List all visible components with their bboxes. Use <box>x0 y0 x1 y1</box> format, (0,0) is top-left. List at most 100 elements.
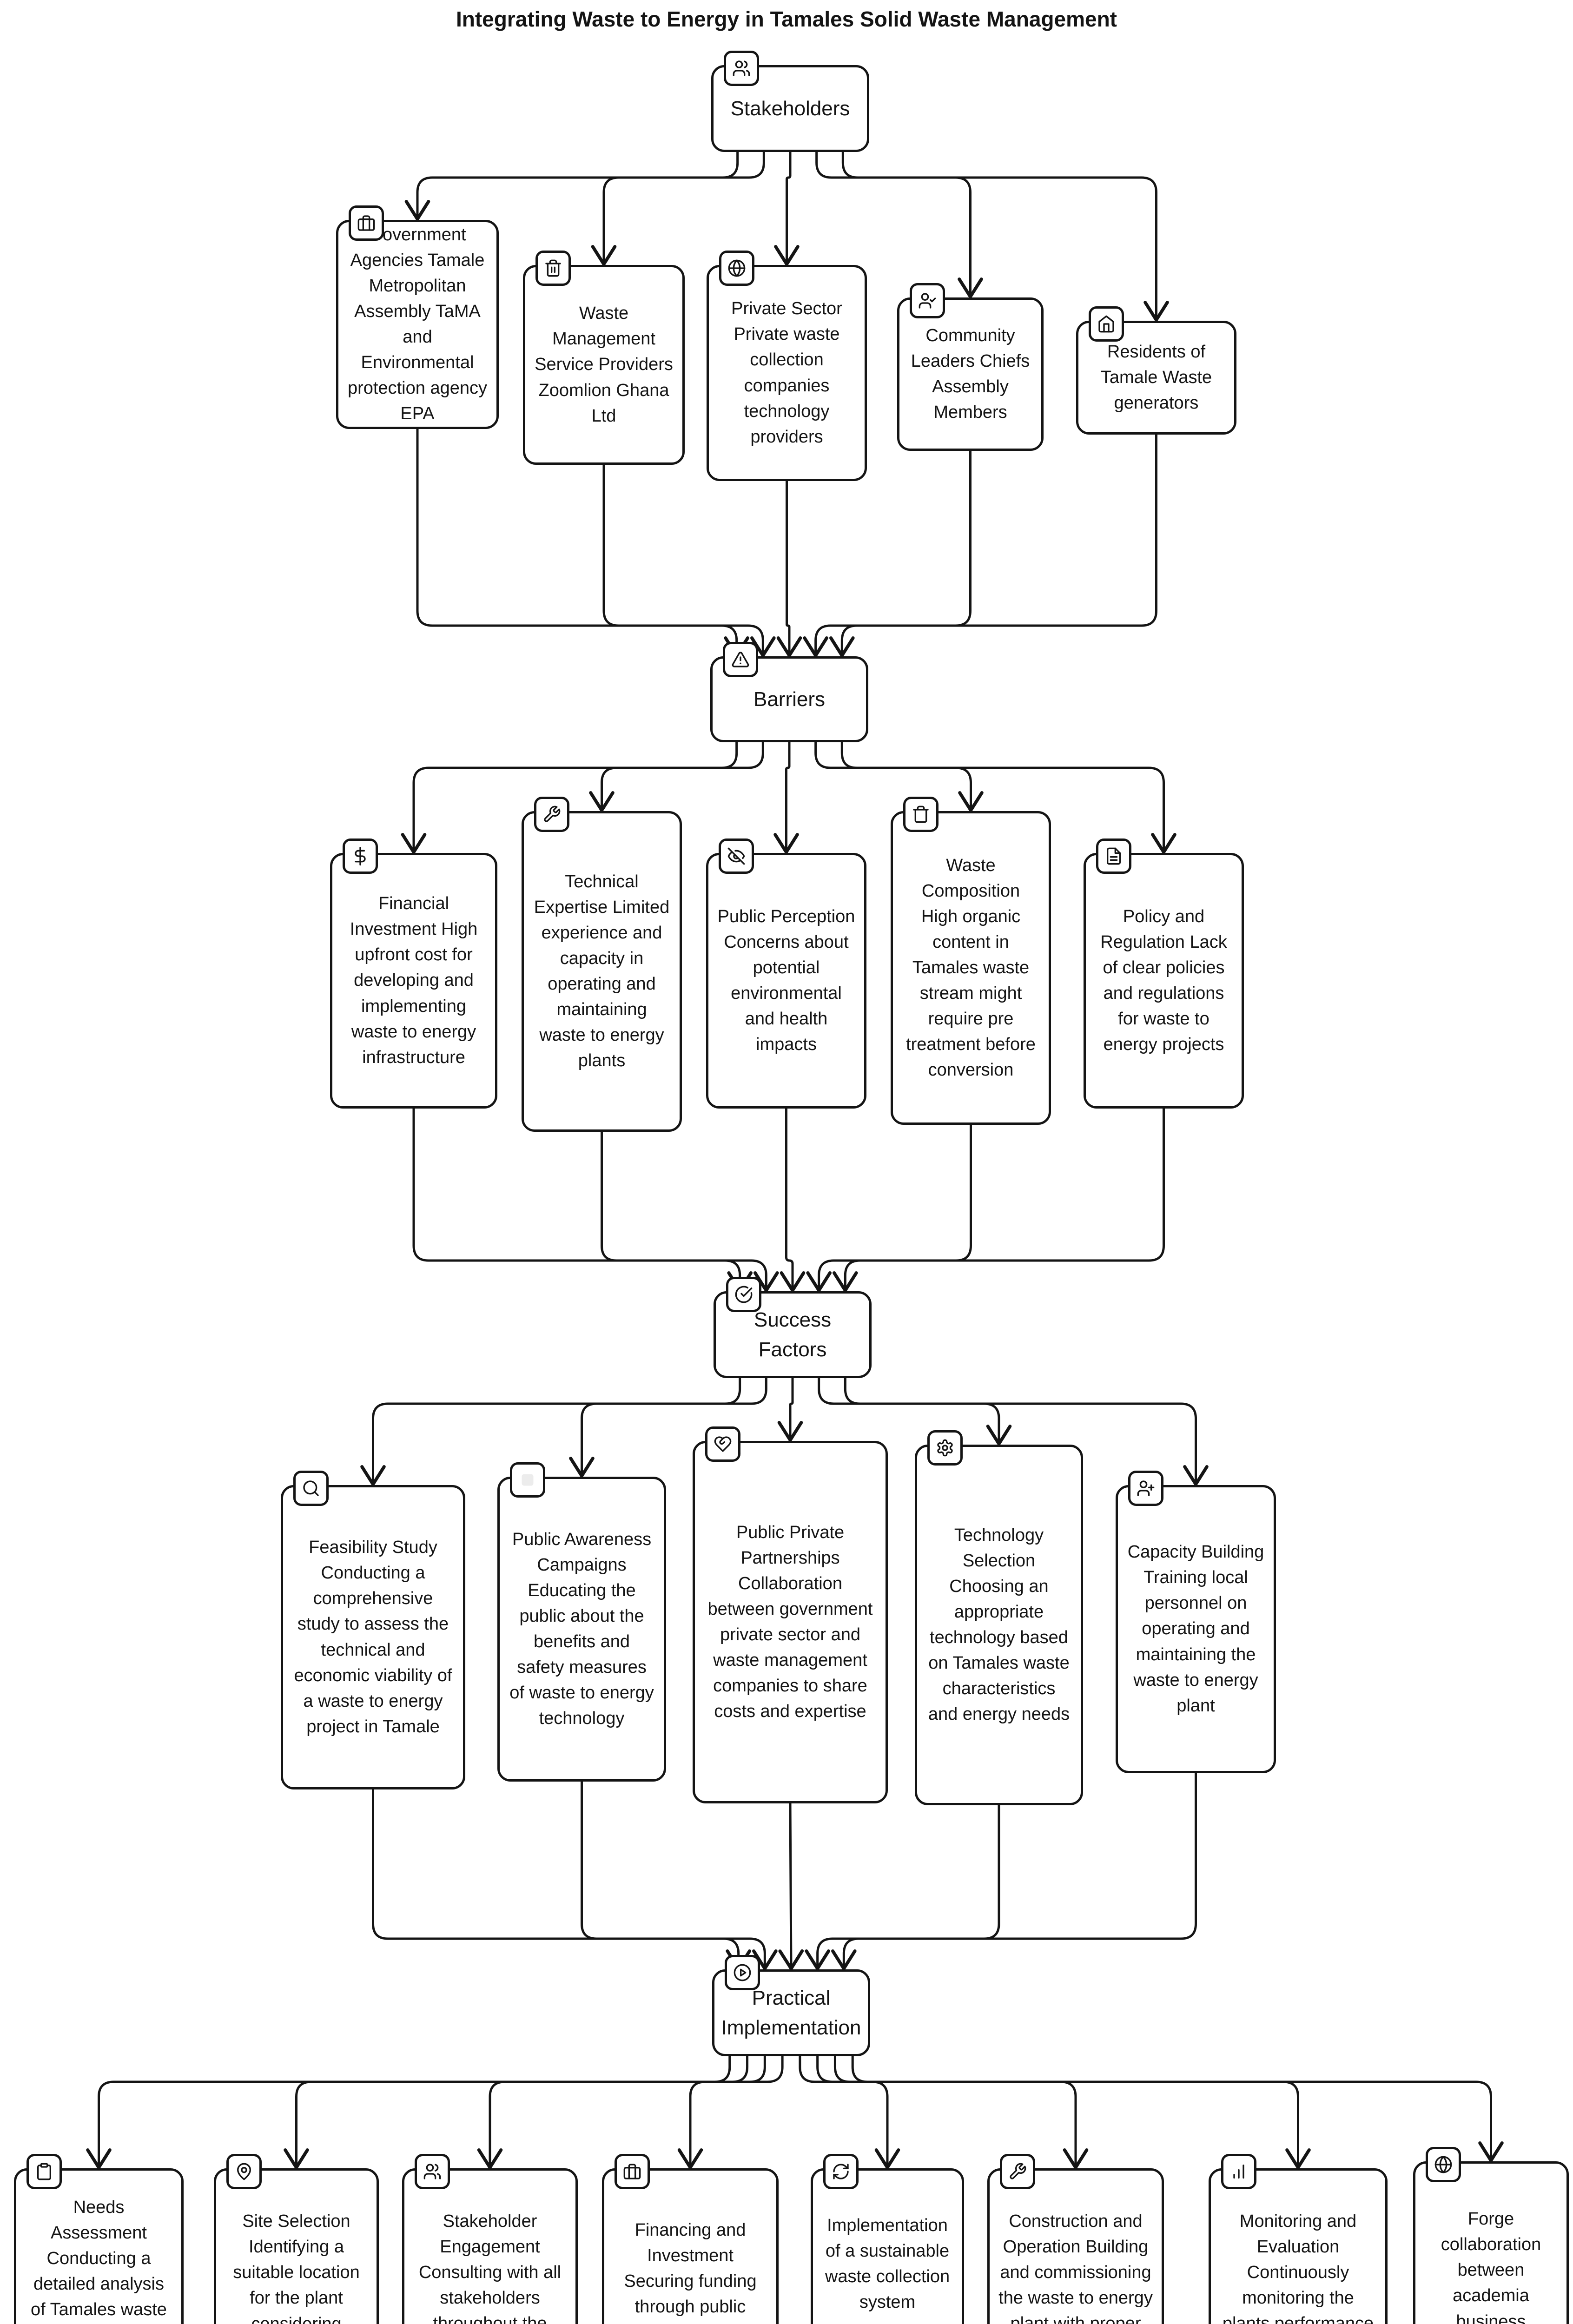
user-plus-icon <box>1128 1471 1163 1506</box>
edge-practical-implementation-to-monitoring-evaluation <box>833 2055 1311 2169</box>
recycle-icon <box>823 2154 859 2189</box>
node-success-factors: Success Factors <box>714 1277 872 1378</box>
edge-stakeholders-to-private-sector <box>774 151 800 266</box>
edge-barriers-to-financial-investment <box>401 741 738 854</box>
node-label: Public Perception Concerns about potenti… <box>717 906 855 1055</box>
edge-success-factors-to-public-awareness <box>569 1377 767 1478</box>
edge-stakeholders-to-waste-service-providers <box>591 151 765 266</box>
edge-residents-to-barriers <box>829 433 1157 657</box>
node-label: Policy and Regulation Lack of clear poli… <box>1100 906 1227 1055</box>
node-construction-operation: Construction and Operation Building and … <box>987 2154 1164 2324</box>
node-label: Barriers <box>753 687 826 711</box>
node-label: Private Sector Private waste collection … <box>731 299 842 447</box>
node-financing-investment: Financing and Investment Securing fundin… <box>602 2154 779 2324</box>
edge-capacity-building-to-practical-implementation <box>831 1772 1197 1970</box>
edge-practical-implementation-to-stakeholder-engagement <box>477 2055 766 2169</box>
node-label: Forge collaboration between academia bus… <box>1441 2209 1541 2324</box>
node-label: Stakeholder Engagement Consulting with a… <box>418 2212 562 2324</box>
globe-icon <box>719 251 754 286</box>
trash2-icon <box>535 251 571 286</box>
node-community-leaders: Community Leaders Chiefs Assembly Member… <box>897 283 1044 451</box>
node-label: Feasibility Study Conducting a comprehen… <box>294 1538 452 1736</box>
node-label: Technical Expertise Limited experience a… <box>534 872 670 1071</box>
edge-barriers-to-technical-expertise <box>589 741 764 812</box>
node-public-awareness: Public Awareness Campaigns Educating the… <box>497 1462 666 1782</box>
node-needs-assessment: Needs Assessment Conducting a detailed a… <box>14 2154 184 2324</box>
edge-waste-service-providers-to-barriers <box>602 463 776 657</box>
edge-stakeholders-to-residents <box>841 151 1169 322</box>
node-label: Waste Management Service Providers Zooml… <box>535 304 673 426</box>
edge-barriers-to-public-perception <box>773 741 799 854</box>
edge-practical-implementation-to-needs-assessment <box>86 2055 731 2169</box>
clipboard-icon <box>26 2154 62 2189</box>
node-private-sector: Private Sector Private waste collection … <box>707 251 867 481</box>
node-waste-composition: Waste Composition High organic content i… <box>891 797 1051 1125</box>
node-label: Residents of Tamale Waste generators <box>1100 342 1212 413</box>
bar-chart-icon <box>1221 2154 1256 2189</box>
node-label: Community Leaders Chiefs Assembly Member… <box>911 325 1030 423</box>
node-label: Needs Assessment Conducting a detailed a… <box>31 2197 167 2320</box>
node-label: Construction and Operation Building and … <box>998 2212 1153 2324</box>
node-label: Financing and Investment Securing fundin… <box>613 2220 768 2324</box>
node-label: Implementation of a sustainable waste co… <box>825 2215 950 2312</box>
edge-public-perception-to-success-factors <box>780 1107 806 1292</box>
edge-practical-implementation-to-waste-collection-implementation <box>799 2055 900 2169</box>
node-label: Public Awareness Campaigns Educating the… <box>509 1529 654 1729</box>
edge-waste-composition-to-success-factors <box>806 1123 972 1292</box>
edge-private-sector-to-barriers <box>776 480 802 657</box>
edge-policy-regulation-to-success-factors <box>833 1107 1165 1292</box>
user-check-icon <box>910 283 945 318</box>
node-barriers: Barriers <box>710 642 868 742</box>
node-label: Monitoring and Evaluation Continuously m… <box>1222 2212 1374 2324</box>
edge-community-leaders-to-barriers <box>803 449 972 657</box>
node-label: Practical Implementation <box>721 1986 861 2039</box>
node-practical-implementation: Practical Implementation <box>712 1955 870 2056</box>
node-label: Public Private Partnerships Collaboratio… <box>707 1522 873 1722</box>
node-feasibility-study: Feasibility Study Conducting a comprehen… <box>281 1471 465 1789</box>
heart-handshake-icon <box>705 1426 740 1462</box>
edge-success-factors-to-feasibility-study <box>360 1377 741 1486</box>
node-label: Stakeholders <box>730 97 850 120</box>
edge-stakeholders-to-gov-agencies <box>404 151 739 221</box>
edge-gov-agencies-to-barriers <box>416 428 749 657</box>
node-capacity-building: Capacity Building Training local personn… <box>1116 1471 1276 1773</box>
node-label: Success Factors <box>753 1308 832 1361</box>
users-icon <box>724 51 759 86</box>
edge-success-factors-to-public-private-partnerships <box>777 1377 803 1442</box>
edge-public-private-partnerships-to-practical-implementation <box>778 1802 804 1970</box>
node-label: Capacity Building Training local personn… <box>1127 1542 1264 1716</box>
node-technology-selection: Technology Selection Choosing an appropr… <box>915 1430 1083 1805</box>
trash-icon <box>903 797 939 832</box>
node-public-private-partnerships: Public Private Partnerships Collaboratio… <box>693 1426 888 1803</box>
node-public-perception: Public Perception Concerns about potenti… <box>706 838 866 1109</box>
node-residents: Residents of Tamale Waste generators <box>1076 306 1236 435</box>
node-stakeholders: Stakeholders <box>711 51 869 152</box>
node-policy-regulation: Policy and Regulation Lack of clear poli… <box>1084 838 1244 1109</box>
briefcase-icon <box>615 2154 650 2189</box>
node-gov-agencies: Government Agencies Tamale Metropolitan … <box>336 205 499 429</box>
globe-icon <box>1426 2147 1461 2182</box>
briefcase-icon <box>349 205 384 241</box>
node-stakeholder-engagement: Stakeholder Engagement Consulting with a… <box>402 2154 578 2324</box>
users-icon <box>415 2154 450 2189</box>
edge-practical-implementation-to-financing-investment <box>677 2055 784 2169</box>
edge-practical-implementation-to-forge-collaboration <box>851 2055 1504 2162</box>
page-title: Integrating Waste to Energy in Tamales S… <box>456 7 1117 31</box>
search-icon <box>293 1471 329 1506</box>
node-label: Technology Selection Choosing an appropr… <box>928 1525 1070 1724</box>
node-forge-collaboration: Forge collaboration between academia bus… <box>1413 2147 1569 2324</box>
eye-off-icon <box>719 838 754 874</box>
edge-feasibility-study-to-practical-implementation <box>372 1788 751 1970</box>
dollar-icon <box>343 838 378 874</box>
node-monitoring-evaluation: Monitoring and Evaluation Continuously m… <box>1209 2154 1388 2324</box>
node-site-selection: Site Selection Identifying a suitable lo… <box>214 2154 379 2324</box>
edge-technology-selection-to-practical-implementation <box>805 1804 1000 1970</box>
alert-triangle-icon <box>723 642 758 677</box>
node-waste-collection-implementation: Implementation of a sustainable waste co… <box>811 2154 964 2324</box>
node-label: Waste Composition High organic content i… <box>906 855 1036 1080</box>
map-pin-icon <box>226 2154 262 2189</box>
wrench-icon <box>1000 2154 1035 2189</box>
home-icon <box>1089 306 1124 342</box>
